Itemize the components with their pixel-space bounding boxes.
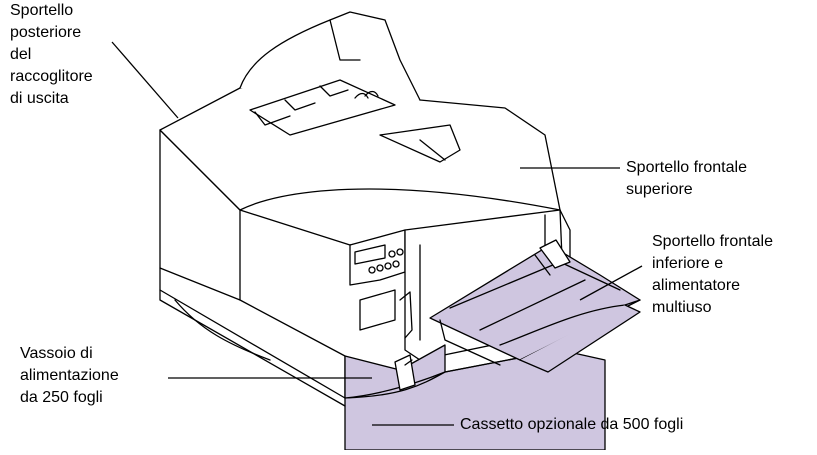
label-line: superiore: [626, 181, 693, 198]
label-line: multiuso: [652, 299, 712, 316]
label-line: Cassetto opzionale da 500 fogli: [460, 416, 684, 433]
leader-rear-door: [111, 41, 179, 119]
label-line: Vassoio di: [20, 345, 93, 362]
label-lower-front-door: Sportello frontale inferiore e alimentat…: [652, 231, 773, 319]
label-line: del: [10, 46, 32, 63]
multipurpose-feeder: [429, 244, 641, 361]
top-cover-handle: [379, 124, 461, 163]
label-line: Sportello frontale: [626, 159, 747, 176]
label-line: posteriore: [10, 24, 82, 41]
label-line: da 250 fogli: [20, 389, 103, 406]
label-optional-drawer-500: Cassetto opzionale da 500 fogli: [460, 414, 683, 436]
control-panel: [349, 229, 406, 286]
label-tray-250: Vassoio di alimentazione da 250 fogli: [20, 343, 119, 409]
label-line: alimentatore: [652, 277, 741, 294]
leader-lower-front-door: [579, 265, 643, 301]
label-line: inferiore e: [652, 255, 724, 272]
label-line: di uscita: [10, 90, 69, 107]
label-line: raccoglitore: [10, 68, 93, 85]
label-rear-output-door: Sportello posteriore del raccoglitore di…: [10, 0, 93, 110]
label-line: Sportello frontale: [652, 233, 773, 250]
label-line: Sportello: [10, 2, 74, 19]
label-line: alimentazione: [20, 367, 119, 384]
label-upper-front-door: Sportello frontale superiore: [626, 157, 747, 201]
